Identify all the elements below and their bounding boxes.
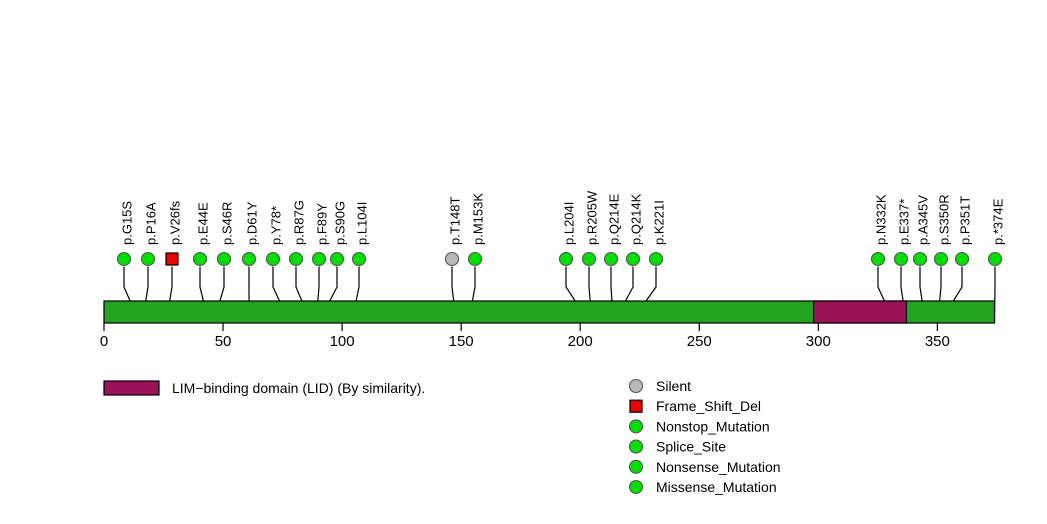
mutation-marker-p.S46R[interactable] (216, 251, 232, 267)
mutation-label-p.Q214E: p.Q214E (606, 193, 621, 245)
legend-marker-Silent[interactable] (628, 378, 644, 394)
axis-tick-label-250: 250 (687, 333, 712, 350)
mutation-marker-p.R205W[interactable] (581, 251, 597, 267)
mutation-marker-p.E44E[interactable] (192, 251, 208, 267)
axis-tick-label-300: 300 (806, 333, 831, 350)
mutation-marker-p.Q214E[interactable] (603, 251, 619, 267)
legend-label-Splice_Site: Splice_Site (656, 439, 726, 455)
mutation-label-p.S46R: p.S46R (219, 202, 234, 245)
mutation-label-p.E44E: p.E44E (195, 202, 210, 245)
legend-label-Silent: Silent (656, 378, 691, 394)
mutation-label-p.V26fs: p.V26fs (167, 200, 182, 245)
domain-legend-swatch (103, 380, 160, 396)
mutation-marker-p.T148T[interactable] (444, 251, 460, 267)
protein-backbone-bar (103, 300, 996, 324)
mutation-label-p.S90G: p.S90G (332, 201, 347, 245)
axis-tick-label-350: 350 (925, 333, 950, 350)
mutation-marker-p.A345V[interactable] (912, 251, 928, 267)
mutation-marker-p.P16A[interactable] (140, 251, 156, 267)
mutation-label-p.E337*: p.E337* (896, 199, 911, 245)
axis-tick-label-0: 0 (100, 333, 108, 350)
legend-marker-Frame_Shift_Del[interactable] (629, 399, 643, 413)
mutation-marker-p.E337*[interactable] (893, 251, 909, 267)
legend-marker-Nonsense_Mutation[interactable] (628, 459, 644, 474)
protein-domain-region-0[interactable] (812, 300, 907, 324)
legend-label-Nonstop_Mutation: Nonstop_Mutation (656, 418, 770, 434)
mutation-labels-layer: p.G15S p.P16A p.V26fs p.E44E p.S46R p.D61Y p.Y… (119, 190, 1005, 245)
legend-label-Frame_Shift_Del: Frame_Shift_Del (656, 398, 761, 414)
mutation-marker-p.K221I[interactable] (648, 251, 664, 267)
legend-marker-Splice_Site[interactable] (628, 439, 644, 454)
mutation-marker-p.M153K[interactable] (467, 251, 483, 267)
mutation-marker-p.Q214K[interactable] (625, 251, 641, 267)
mutation-marker-p.S90G[interactable] (329, 251, 345, 267)
mutation-marker-p.V26fs[interactable] (165, 252, 179, 266)
mutation-label-p.Q214K: p.Q214K (628, 193, 643, 245)
mutation-marker-p.L104I[interactable] (351, 251, 367, 267)
protein-bar-layer (103, 300, 996, 324)
legend-label-Missense_Mutation: Missense_Mutation (656, 479, 777, 495)
axis-tick-label-150: 150 (449, 333, 474, 350)
mutation-label-p.G15S: p.G15S (119, 201, 134, 245)
mutation-marker-p.D61Y[interactable] (241, 251, 257, 267)
mutation-marker-p.L204I[interactable] (558, 251, 574, 267)
legend-marker-Missense_Mutation[interactable] (628, 479, 644, 495)
axis-layer: 0 50 100 150 200 250 300 350 (100, 323, 950, 350)
mutation-marker-p.G15S[interactable] (116, 251, 132, 267)
mutation-label-p.D61Y: p.D61Y (244, 201, 259, 245)
legend-marker-Nonstop_Mutation[interactable] (628, 419, 644, 434)
mutation-label-p.P16A: p.P16A (143, 202, 158, 245)
mutation-marker-p.P351T[interactable] (954, 251, 970, 267)
mutation-marker-p.F89Y[interactable] (311, 251, 327, 267)
mutation-label-p.M153K: p.M153K (470, 193, 485, 245)
mutation-label-p.R205W: p.R205W (584, 190, 599, 245)
mutation-label-p.N332K: p.N332K (873, 194, 888, 245)
mutation-label-p.S350R: p.S350R (936, 194, 951, 245)
mutation-label-p.Y78*: p.Y78* (268, 206, 283, 245)
mutation-label-p.F89Y: p.F89Y (314, 203, 329, 245)
mutation-label-p.K221I: p.K221I (651, 200, 666, 245)
domain-legend: LIM−binding domain (LID) (By similarity)… (103, 380, 425, 396)
legend-label-Nonsense_Mutation: Nonsense_Mutation (656, 459, 781, 475)
domain-legend-label: LIM−binding domain (LID) (By similarity)… (172, 380, 425, 396)
mutation-label-p.A345V: p.A345V (915, 195, 930, 245)
mutation-label-p.P351T: p.P351T (957, 196, 972, 245)
mutation-label-p.L104I: p.L104I (354, 202, 369, 245)
mutation-marker-p.*374E[interactable] (987, 251, 1003, 267)
mutation-type-legend: SilentFrame_Shift_DelNonstop_MutationSpl… (628, 378, 781, 495)
mutation-markers-layer (116, 251, 1003, 267)
mutation-marker-p.S350R[interactable] (933, 251, 949, 267)
axis-tick-label-50: 50 (215, 333, 232, 350)
mutation-label-p.*374E: p.*374E (990, 198, 1005, 245)
mutation-label-p.L204I: p.L204I (561, 202, 576, 245)
mutation-marker-p.N332K[interactable] (870, 251, 886, 267)
mutation-label-p.R87G: p.R87G (291, 200, 306, 245)
mutation-marker-p.R87G[interactable] (288, 251, 304, 267)
axis-tick-label-100: 100 (330, 333, 355, 350)
mutation-label-p.T148T: p.T148T (447, 197, 462, 245)
axis-tick-label-200: 200 (568, 333, 593, 350)
mutation-marker-p.Y78*[interactable] (265, 251, 281, 267)
